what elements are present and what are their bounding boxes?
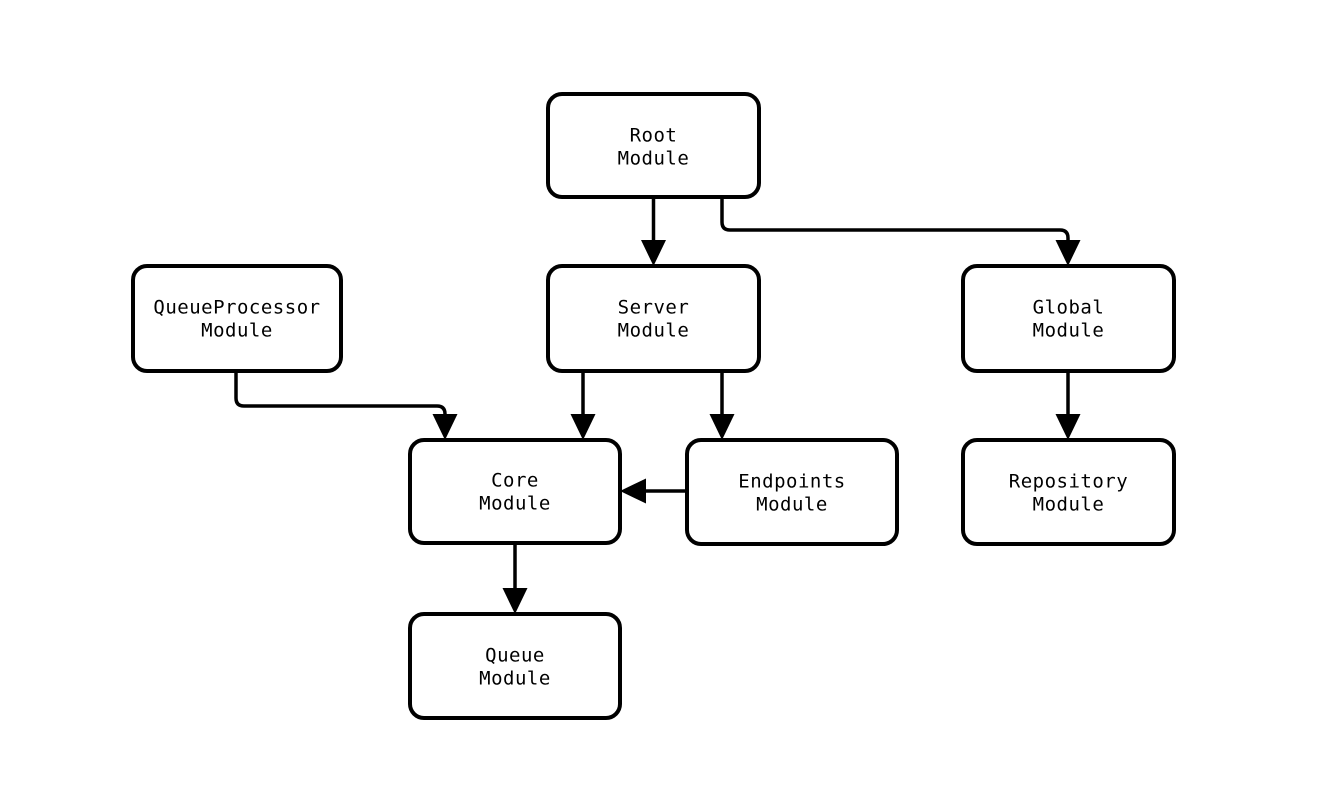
- node-label-line2: Module: [618, 148, 690, 170]
- edge-line: [234, 371, 447, 424]
- node-label-line2: Module: [201, 320, 273, 342]
- node-label-line2: Module: [756, 494, 828, 516]
- node-box[interactable]: [546, 264, 761, 373]
- node-label-line2: Module: [479, 668, 551, 690]
- node-label-line2: Module: [1033, 320, 1105, 342]
- edge-server-to-endpoints: [709, 371, 735, 440]
- node-label-line1: Queue: [485, 645, 545, 667]
- edge-core-to-queue: [502, 543, 528, 614]
- node-label-line1: Root: [630, 125, 678, 147]
- node-box[interactable]: [961, 264, 1176, 373]
- arrowhead-icon: [432, 414, 458, 440]
- node-box[interactable]: [131, 264, 343, 373]
- node-label-line2: Module: [1033, 494, 1105, 516]
- node-label-line1: QueueProcessor: [153, 297, 320, 319]
- edges-layer: [234, 197, 1081, 614]
- node-server-module[interactable]: Server Module: [546, 264, 761, 373]
- node-label-line2: Module: [479, 493, 551, 515]
- node-box[interactable]: [685, 438, 899, 546]
- edge-root-to-global: [720, 197, 1081, 266]
- node-box[interactable]: [408, 438, 622, 545]
- edge-line: [720, 197, 1070, 250]
- edge-server-to-core: [570, 371, 596, 440]
- node-label-line2: Module: [618, 320, 690, 342]
- node-endpoints-module[interactable]: Endpoints Module: [685, 438, 899, 546]
- node-global-module[interactable]: Global Module: [961, 264, 1176, 373]
- node-box[interactable]: [961, 438, 1176, 546]
- node-label-line1: Global: [1033, 297, 1105, 319]
- node-box[interactable]: [546, 92, 761, 199]
- node-root-module[interactable]: Root Module: [546, 92, 761, 199]
- edge-root-to-server: [641, 197, 666, 266]
- node-queue-module[interactable]: Queue Module: [408, 612, 622, 720]
- arrowhead-icon: [502, 588, 528, 614]
- arrowhead-icon: [709, 414, 735, 440]
- node-core-module[interactable]: Core Module: [408, 438, 622, 545]
- node-box[interactable]: [408, 612, 622, 720]
- edge-queueprocessor-to-core: [234, 371, 458, 440]
- node-queueprocessor-module[interactable]: QueueProcessor Module: [131, 264, 343, 373]
- arrowhead-icon: [1055, 414, 1081, 440]
- edge-endpoints-to-core: [620, 478, 687, 504]
- nodes-layer: Root Module QueueProcessor Module Server…: [131, 92, 1176, 720]
- arrowhead-icon: [570, 414, 596, 440]
- node-label-line1: Server: [618, 297, 690, 319]
- edge-global-to-repository: [1055, 371, 1081, 440]
- node-repository-module[interactable]: Repository Module: [961, 438, 1176, 546]
- node-label-line1: Endpoints: [738, 471, 845, 493]
- node-label-line1: Repository: [1009, 471, 1128, 493]
- node-label-line1: Core: [491, 470, 539, 492]
- arrowhead-icon: [1055, 240, 1081, 266]
- arrowhead-icon: [620, 478, 646, 504]
- arrowhead-icon: [641, 240, 666, 266]
